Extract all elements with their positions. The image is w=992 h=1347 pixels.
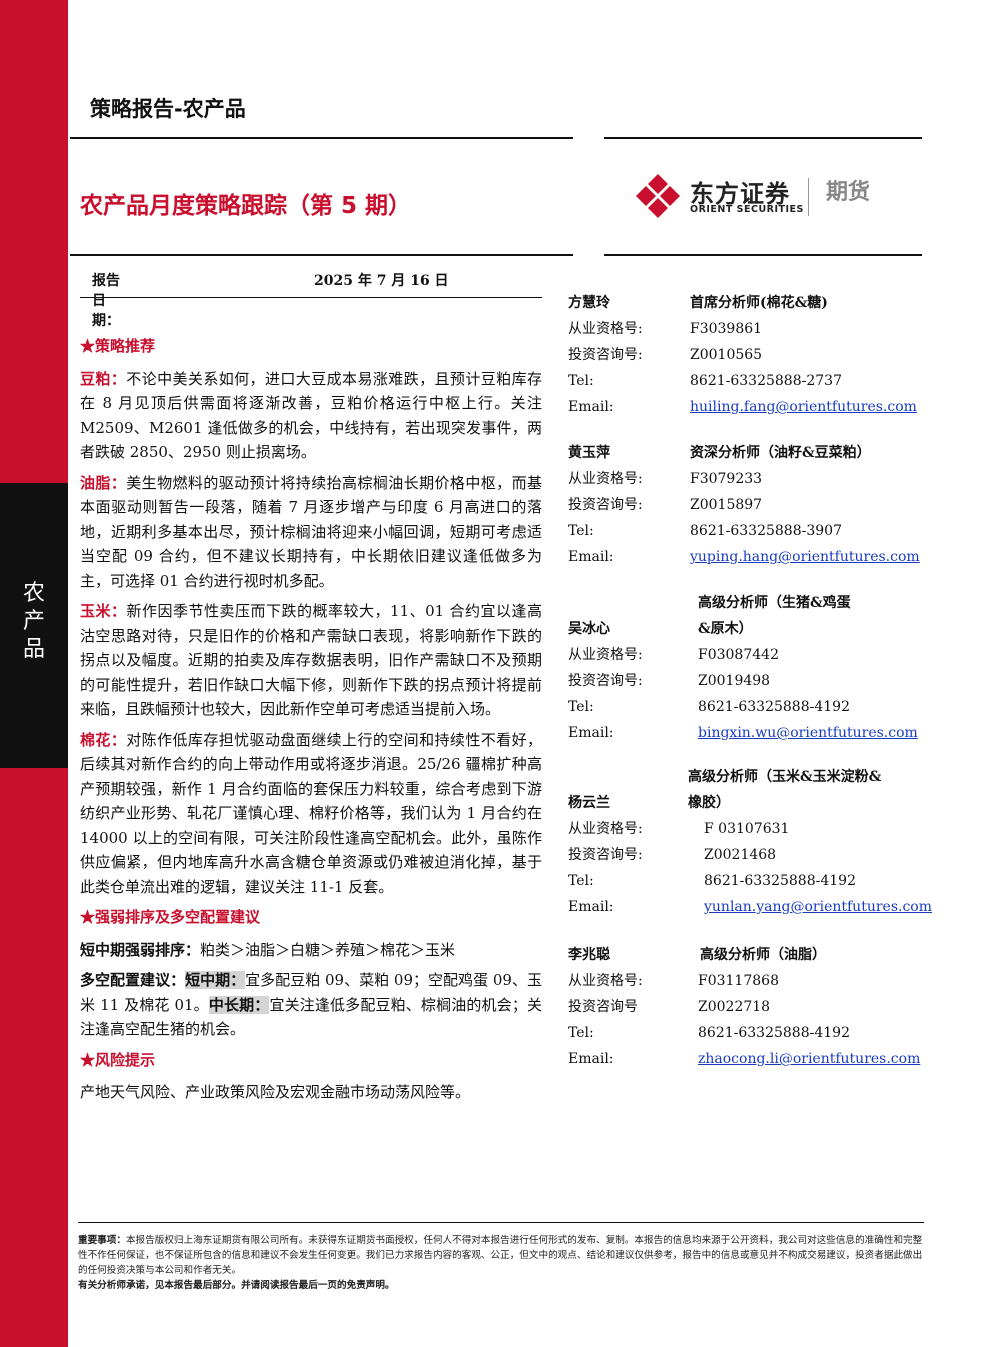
consulting-number: Z0022718 xyxy=(698,999,771,1015)
diamond-x-logo-icon xyxy=(636,174,680,218)
category-tab xyxy=(0,483,68,768)
email-link[interactable]: zhaocong.li@orientfutures.com xyxy=(698,1051,921,1067)
consulting-number: Z0021468 xyxy=(704,847,777,863)
divider xyxy=(78,1222,924,1223)
qualification-number: F 03107631 xyxy=(704,821,790,837)
consulting-number: Z0019498 xyxy=(698,673,771,689)
strategy-item: 豆粕：不论中美关系如何，进口大豆成本易涨难跌，且预计豆粕库存在 8 月见顶后供需… xyxy=(80,369,542,462)
analyst-name: 黄玉萍 xyxy=(568,445,610,461)
ranking-heading: ★强弱排序及多空配置建议 xyxy=(80,908,261,926)
report-date-value: 2025 年 7 月 16 日 xyxy=(314,273,449,289)
email-link[interactable]: huiling.fang@orientfutures.com xyxy=(690,399,917,415)
analyst-title: 高级分析师（油脂） xyxy=(700,947,826,963)
phone-number: 8621-63325888-3907 xyxy=(690,523,842,539)
disclaimer-footer: 有关分析师承诺，见本报告最后部分。并请阅读报告最后一页的免责声明。 xyxy=(78,1280,395,1291)
email-link[interactable]: bingxin.wu@orientfutures.com xyxy=(698,725,918,741)
consulting-number: Z0015897 xyxy=(690,497,763,513)
risk-heading: ★风险提示 xyxy=(80,1050,156,1069)
strategy-item: 玉米：新作因季节性卖压而下跌的概率较大，11、01 合约宜以逢高沽空思路对待，只… xyxy=(80,602,542,718)
phone-number: 8621-63325888-4192 xyxy=(698,699,850,715)
strategy-item: 棉花：对陈作低库存担忧驱动盘面继续上行的空间和持续性不看好，后续其对新作合约的向… xyxy=(80,730,542,896)
analyst-name: 吴冰心 xyxy=(568,621,610,637)
strategy-heading: ★策略推荐 xyxy=(80,337,156,355)
disclaimer-label: 重要事项： xyxy=(78,1235,126,1246)
analyst-title: 橡胶） xyxy=(688,795,730,811)
analyst-card: 高级分析师（生猪&鸡蛋 吴冰心&原木） 从业资格号:F03087442 投资咨询… xyxy=(568,590,922,746)
analyst-title: &原木） xyxy=(698,621,753,637)
qualification-number: F03087442 xyxy=(698,647,779,663)
analyst-name: 方慧玲 xyxy=(568,295,610,311)
divider xyxy=(604,254,922,256)
disclaimer-text: 本报告版权归上海东证期货有限公司所有。未获得东证期货书面授权，任何人不得对本报告… xyxy=(78,1235,923,1276)
analyst-name: 杨云兰 xyxy=(568,795,610,811)
divider xyxy=(80,297,542,298)
analyst-card: 高级分析师（玉米&玉米淀粉& 杨云兰橡胶） 从业资格号:F 03107631 投… xyxy=(568,764,932,920)
company-logo: 东方证券 ORIENT SECURITIES 期货 xyxy=(632,170,892,220)
qualification-number: F3079233 xyxy=(690,471,763,487)
qualification-number: F03117868 xyxy=(698,973,779,989)
disclaimer: 重要事项：本报告版权归上海东证期货有限公司所有。未获得东证期货书面授权，任何人不… xyxy=(78,1233,924,1293)
email-link[interactable]: yuping.hang@orientfutures.com xyxy=(690,549,920,565)
logo-separator xyxy=(808,178,809,216)
email-link[interactable]: yunlan.yang@orientfutures.com xyxy=(704,899,932,915)
risk-text: 产地天气风险、产业政策风险及宏观金融市场动荡风险等。 xyxy=(80,1083,471,1101)
analyst-card: 黄玉萍资深分析师（油籽&豆菜粕） 从业资格号:F3079233 投资咨询号:Z0… xyxy=(568,440,922,570)
logo-name-cn: 东方证券 xyxy=(690,180,790,208)
analyst-title: 首席分析师(棉花&糖) xyxy=(690,295,828,311)
logo-division: 期货 xyxy=(826,180,871,205)
phone-number: 8621-63325888-2737 xyxy=(690,373,842,389)
phone-number: 8621-63325888-4192 xyxy=(698,1025,850,1041)
analyst-list: 方慧玲首席分析师(棉花&糖) 从业资格号:F3039861 投资咨询号:Z001… xyxy=(568,290,932,1072)
qualification-number: F3039861 xyxy=(690,321,763,337)
logo-name-en: ORIENT SECURITIES xyxy=(690,204,804,215)
analyst-card: 方慧玲首席分析师(棉花&糖) 从业资格号:F3039861 投资咨询号:Z001… xyxy=(568,290,922,420)
report-type: 策略报告-农产品 xyxy=(90,97,246,121)
allocation-advice: 多空配置建议：短中期：宜多配豆粕 09、菜粕 09；空配鸡蛋 09、玉米 11 … xyxy=(80,971,542,1038)
report-date-label: 报告日期： xyxy=(92,273,120,329)
analyst-title: 高级分析师（玉米&玉米淀粉& xyxy=(688,769,882,785)
divider xyxy=(70,137,573,139)
analyst-title: 资深分析师（油籽&豆菜粕） xyxy=(690,445,871,461)
analyst-title: 高级分析师（生猪&鸡蛋 xyxy=(698,595,851,611)
strategy-item: 油脂：美生物燃料的驱动预计将持续抬高棕榈油长期价格中枢，而基本面驱动则暂告一段落… xyxy=(80,473,542,590)
category-label: 农 产 品 xyxy=(22,581,45,662)
divider xyxy=(604,137,922,139)
divider xyxy=(70,254,573,256)
analyst-name: 李兆聪 xyxy=(568,947,610,963)
ranking-order: 短中期强弱排序：粕类＞油脂＞白糖＞养殖＞棉花＞玉米 xyxy=(80,940,456,959)
report-title: 农产品月度策略跟踪（第 5 期） xyxy=(80,193,412,219)
consulting-number: Z0010565 xyxy=(690,347,763,363)
main-content: ★策略推荐 豆粕：不论中美关系如何，进口大豆成本易涨难跌，且预计豆粕库存在 8 … xyxy=(80,334,542,1111)
phone-number: 8621-63325888-4192 xyxy=(704,873,856,889)
